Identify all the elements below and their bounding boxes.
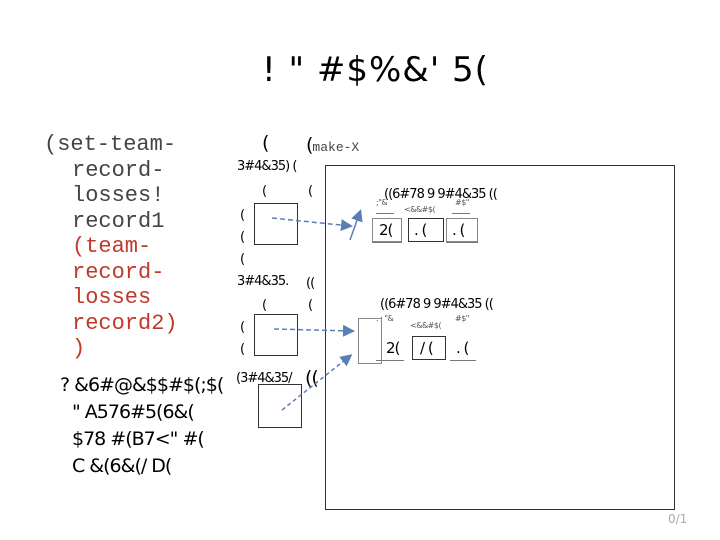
note-line: " A576#5(6&( — [60, 399, 223, 426]
env-sub-2a: ( — [262, 298, 267, 313]
record1-field-label: <&&#$( — [404, 205, 436, 214]
arrow-record1-pointer — [271, 217, 353, 232]
env-left-mark: ( — [240, 252, 245, 267]
code-line-text: losses! — [72, 183, 165, 208]
record2-field-label: #$" — [455, 314, 469, 323]
record1-cell — [446, 218, 478, 242]
code-line-text: losses — [72, 285, 152, 310]
code-line: record- — [44, 158, 178, 184]
notes-block: ? &6#@&$$#$(;$( " A576#5(6&( $78 #(B7<" … — [60, 372, 224, 480]
env-sub-1a: ( — [262, 184, 267, 199]
record1-value: . ( — [452, 221, 465, 239]
record1-header: ((6#78 9 9#4&35 (( — [384, 187, 498, 202]
variable-cell-result — [258, 384, 302, 428]
env-col-header-2-text: ( — [306, 134, 313, 156]
record2-cell — [412, 336, 446, 360]
env-left-mark: ( — [240, 208, 245, 223]
code-line: (set-team- — [44, 132, 177, 157]
code-line-text: record- — [72, 259, 165, 285]
record2-field-label: <&&#$( — [410, 321, 442, 330]
arrow-record1-up — [349, 209, 363, 241]
record2-cell — [358, 318, 382, 364]
variable-cell-record1 — [254, 203, 298, 245]
note-line: C &(6&(/ D( — [60, 453, 223, 480]
env-col-header-1: ( — [262, 132, 269, 154]
slide-title: ! " #$%&' 5( — [262, 50, 489, 90]
env-row-label-1: 3#4&35) ( — [237, 159, 297, 174]
code-line-text: ) — [72, 336, 86, 361]
record1-cell — [372, 218, 402, 242]
note-line: $78 #(B7<" #( — [60, 426, 223, 453]
record1-field-label: ;"& — [376, 198, 388, 207]
record1-field-label: #$" — [455, 198, 469, 207]
code-line-text: record2) — [72, 310, 178, 336]
environment-frame — [325, 165, 675, 510]
env-left-mark: ( — [240, 320, 245, 335]
note-line-text: $78 #(B7<" #( — [72, 428, 205, 450]
env-left-mark: ( — [240, 230, 245, 245]
arrow-result-pointer — [281, 354, 353, 411]
env-row-label-2b: (( — [306, 276, 315, 291]
record1-cell-underline — [372, 242, 402, 243]
note-line-text: C &(6&(/ D( — [72, 455, 172, 477]
code-line: ) — [44, 336, 178, 362]
code-line-text: record- — [72, 157, 165, 183]
env-col-header-2-mono: make-X — [312, 140, 360, 155]
record1-cell-underline — [446, 242, 478, 243]
env-left-mark: ( — [240, 342, 245, 357]
env-row-label-2: 3#4&35. — [237, 274, 289, 289]
code-line: record- — [44, 260, 178, 286]
record2-cell-underline — [376, 360, 404, 361]
code-line: record2) — [44, 311, 178, 337]
record1-field-underline — [452, 213, 470, 214]
record2-value: . ( — [456, 339, 469, 357]
env-sub-1b: ( — [308, 184, 313, 199]
record2-cell-underline — [450, 360, 476, 361]
code-line-text: record1 — [72, 208, 165, 234]
record2-value: 2( — [386, 339, 400, 357]
env-sub-2b: ( — [308, 298, 313, 313]
record2-field-label: . ; "& — [376, 314, 394, 323]
env-row-label-3: (3#4&35/ — [236, 371, 293, 386]
note-line-text: " A576#5(6&( — [72, 401, 195, 423]
record1-field-underline — [376, 213, 394, 214]
record1-cell — [408, 218, 444, 242]
code-line: losses! — [44, 183, 178, 209]
code-line: record1 — [44, 209, 178, 235]
code-line: (team- — [44, 234, 178, 260]
code-line: losses — [44, 285, 178, 311]
code-line-text: (team- — [72, 234, 152, 259]
arrow-record2-pointer — [273, 324, 355, 337]
record2-value: / ( — [420, 339, 434, 357]
variable-cell-record2 — [254, 314, 298, 356]
record1-value: 2( — [379, 221, 393, 239]
code-block: (set-team- record- losses! record1 (team… — [44, 132, 178, 362]
record1-value: . ( — [414, 221, 427, 239]
page-number: 0/1 — [668, 512, 688, 526]
note-line: ? &6#@&$$#$(;$( — [60, 374, 224, 396]
record2-header: ((6#78 9 9#4&35 (( — [380, 297, 494, 312]
env-col-header-2: (make-X — [306, 134, 359, 156]
